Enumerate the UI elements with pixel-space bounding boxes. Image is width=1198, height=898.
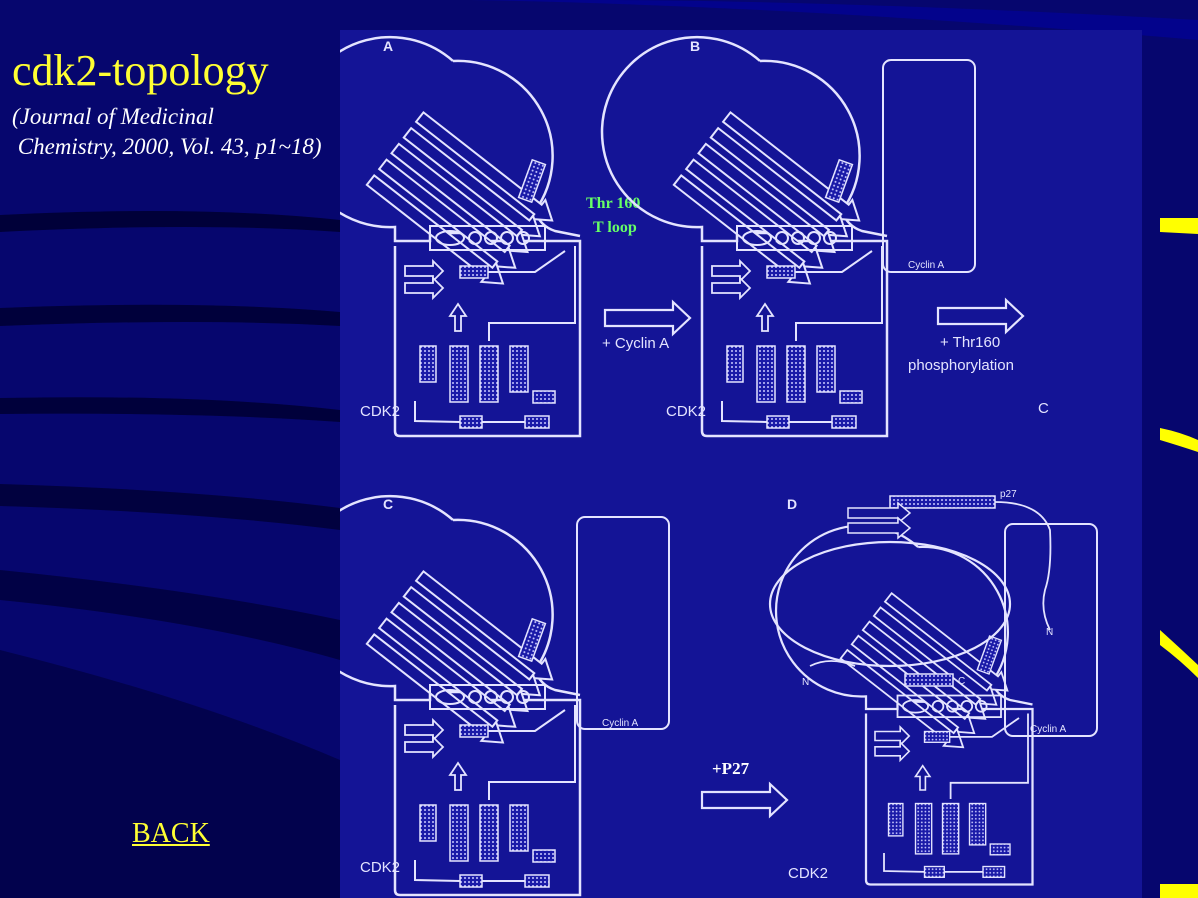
panel-a-letter: A xyxy=(383,38,393,54)
panel-c-letter: C xyxy=(383,496,393,512)
p27-c-terminus: C xyxy=(958,676,965,687)
back-link[interactable]: BACK xyxy=(132,818,210,849)
citation-line-2: Chemistry, 2000, Vol. 43, p1~18) xyxy=(12,134,322,159)
yellow-stripe-1 xyxy=(1160,218,1198,234)
p27-wrap xyxy=(768,540,1012,668)
citation-line-1: (Journal of Medicinal xyxy=(12,104,214,129)
slide-title: cdk2-topology xyxy=(12,46,269,95)
p27-helix xyxy=(889,495,996,509)
panel-c-cdk2-label: CDK2 xyxy=(360,859,400,876)
p27-label: p27 xyxy=(1000,489,1017,500)
panel-d-cyclin-label: Cyclin A xyxy=(1030,724,1066,735)
arrow2-target-label: C xyxy=(1038,400,1049,417)
arrow3-label: +P27 xyxy=(712,759,750,778)
citation: (Journal of Medicinal Chemistry, 2000, V… xyxy=(12,102,322,162)
panel-c-cyclin-label: Cyclin A xyxy=(602,718,638,729)
panel-b-cdk2-label: CDK2 xyxy=(666,403,706,420)
panel-d-cdk2-label: CDK2 xyxy=(788,865,828,882)
arrow1-label: + Cyclin A xyxy=(602,335,669,352)
arrow2-label-line1: + Thr160 xyxy=(940,334,1000,351)
thr160-label: Thr 160 xyxy=(586,195,640,212)
panel-b-letter: B xyxy=(690,38,700,54)
yellow-stripe-2 xyxy=(1160,428,1198,452)
cdk2-topology-figure: A CDK2 Thr 160 T loop + Cyclin A B CDK2 … xyxy=(340,30,1142,898)
yellow-stripe-3 xyxy=(1160,630,1198,678)
p27-n-terminus: N xyxy=(802,677,809,688)
panel-b-cyclin-label: Cyclin A xyxy=(908,260,944,271)
panel-a-cdk2-label: CDK2 xyxy=(360,403,400,420)
arrow2-label-line2: phosphorylation xyxy=(908,357,1014,374)
panel-d-letter: D xyxy=(787,496,797,512)
yellow-stripe-4 xyxy=(1160,884,1198,898)
cyclin-n-terminus: N xyxy=(1046,627,1053,638)
t-loop-label: T loop xyxy=(593,219,637,236)
